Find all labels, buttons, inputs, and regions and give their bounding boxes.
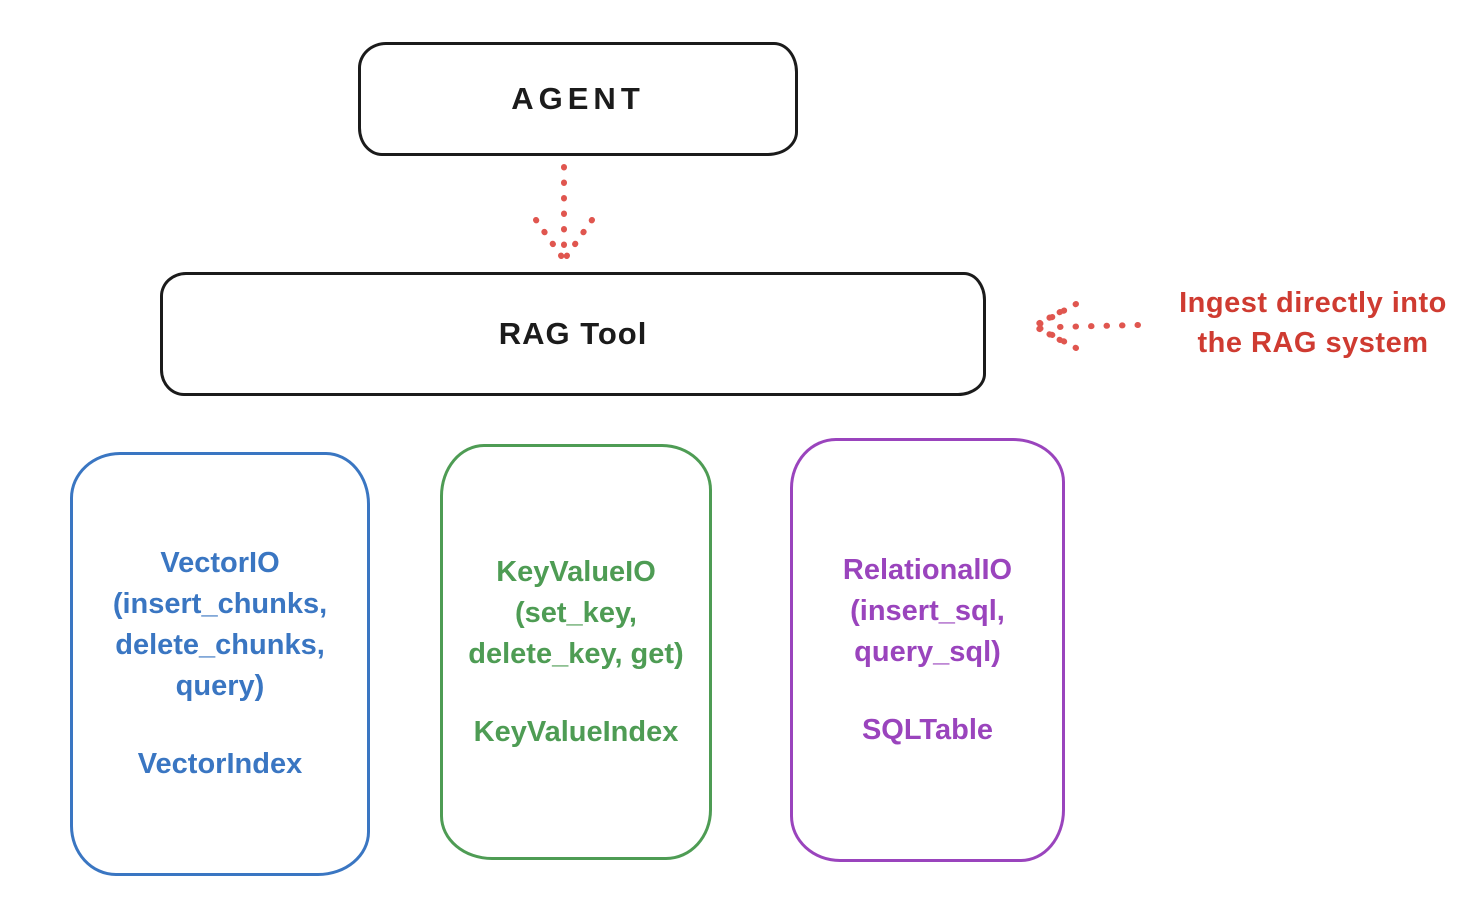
io-line: (insert_sql, [850, 594, 1005, 627]
io-line: query) [175, 670, 265, 702]
vector-io-box: VectorIO (insert_chunks, delete_chunks, … [70, 452, 370, 876]
io-line: delete_chunks, [115, 629, 325, 661]
agent-label: AGENT [511, 81, 645, 116]
keyvalue-index-label: KeyValueIndex [473, 715, 679, 748]
io-line: KeyValueIO [496, 555, 656, 588]
ingest-annotation-line1: Ingest directly into [1179, 287, 1447, 319]
io-line: (insert_chunks, [112, 588, 328, 620]
relational-io-box: RelationalIO (insert_sql, query_sql) SQL… [790, 438, 1065, 862]
ingest-arrow-icon [1031, 301, 1141, 351]
io-line: VectorIO [160, 547, 280, 579]
io-line: delete_key, get) [468, 637, 684, 670]
sql-table-label: SQLTable [861, 713, 994, 746]
rag-tool-label: RAG Tool [498, 316, 648, 351]
ingest-annotation-line2: the RAG system [1197, 327, 1429, 359]
ingest-annotation: Ingest directly into the RAG system [1146, 283, 1480, 363]
io-line: (set_key, [514, 596, 637, 629]
vector-index-label: VectorIndex [137, 748, 303, 780]
agent-box: AGENT [358, 42, 798, 156]
io-line: RelationalIO [842, 553, 1013, 586]
io-line: query_sql) [854, 635, 1001, 668]
rag-tool-box: RAG Tool [160, 272, 986, 396]
relational-io-methods: RelationalIO (insert_sql, query_sql) [843, 550, 1012, 673]
keyvalue-io-methods: KeyValueIO (set_key, delete_key, get) [468, 552, 683, 675]
keyvalue-io-box: KeyValueIO (set_key, delete_key, get) Ke… [440, 444, 712, 860]
agent-to-rag-arrow-icon [533, 164, 595, 260]
vector-io-methods: VectorIO (insert_chunks, delete_chunks, … [113, 543, 327, 707]
